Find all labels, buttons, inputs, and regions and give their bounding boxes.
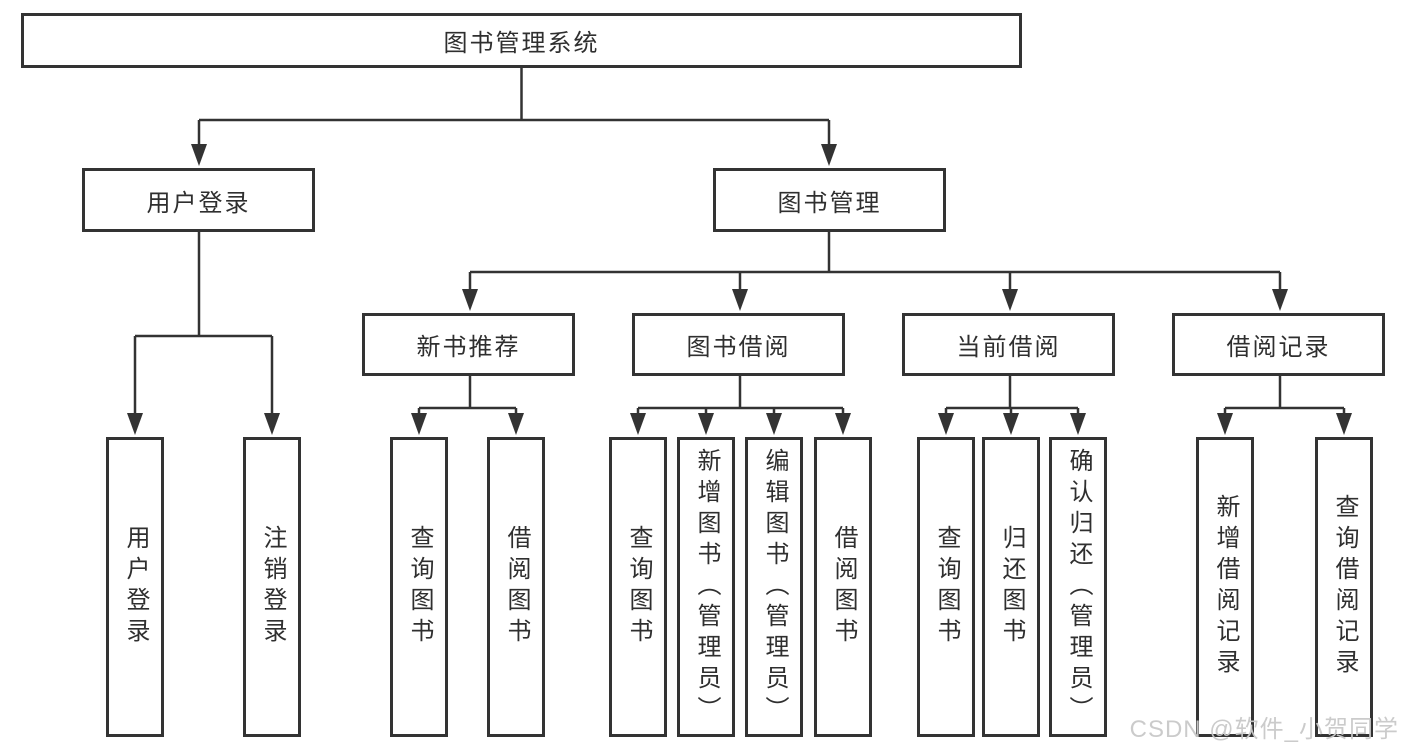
leaf-label: 新增图书（管理员）: [693, 447, 720, 727]
node-leaf-borrow-books: 借阅图书: [814, 437, 872, 737]
leaf-label: 用户登录: [122, 525, 149, 649]
node-leaf-query-books: 查询图书: [609, 437, 667, 737]
leaf-label: 编辑图书（管理员）: [761, 447, 788, 727]
arrowheads: [127, 144, 1352, 435]
leaf-label: 注销登录: [259, 525, 286, 649]
leaf-label: 借阅图书: [830, 525, 857, 649]
node-user-login: 用户登录: [82, 168, 315, 232]
branch-lines: [133, 68, 1346, 415]
node-leaf-query-books-current: 查询图书: [917, 437, 975, 737]
node-leaf-edit-books-admin: 编辑图书（管理员）: [745, 437, 803, 737]
leaf-label: 归还图书: [998, 525, 1025, 649]
node-leaf-query-borrow-record: 查询借阅记录: [1315, 437, 1373, 737]
node-leaf-add-borrow-record: 新增借阅记录: [1196, 437, 1254, 737]
node-leaf-query-books-recommend: 查询图书: [390, 437, 448, 737]
node-book-management: 图书管理: [713, 168, 946, 232]
node-new-book-recommend: 新书推荐: [362, 313, 575, 376]
node-leaf-borrow-books-recommend: 借阅图书: [487, 437, 545, 737]
node-leaf-add-books-admin: 新增图书（管理员）: [677, 437, 735, 737]
leaf-label: 查询图书: [933, 525, 960, 649]
leaf-label: 确认归还（管理员）: [1065, 447, 1092, 727]
leaf-label: 新增借阅记录: [1212, 494, 1239, 680]
node-leaf-user-login: 用户登录: [106, 437, 164, 737]
node-leaf-return-books: 归还图书: [982, 437, 1040, 737]
node-borrow-records: 借阅记录: [1172, 313, 1385, 376]
leaf-label: 借阅图书: [503, 525, 530, 649]
node-leaf-logout: 注销登录: [243, 437, 301, 737]
leaf-label: 查询借阅记录: [1331, 494, 1358, 680]
node-current-borrow: 当前借阅: [902, 313, 1115, 376]
leaf-label: 查询图书: [406, 525, 433, 649]
node-root: 图书管理系统: [21, 13, 1022, 68]
node-leaf-confirm-return-admin: 确认归还（管理员）: [1049, 437, 1107, 737]
leaf-label: 查询图书: [625, 525, 652, 649]
node-book-borrow: 图书借阅: [632, 313, 845, 376]
csdn-watermark: CSDN @软件_小贺同学: [1129, 716, 1399, 743]
